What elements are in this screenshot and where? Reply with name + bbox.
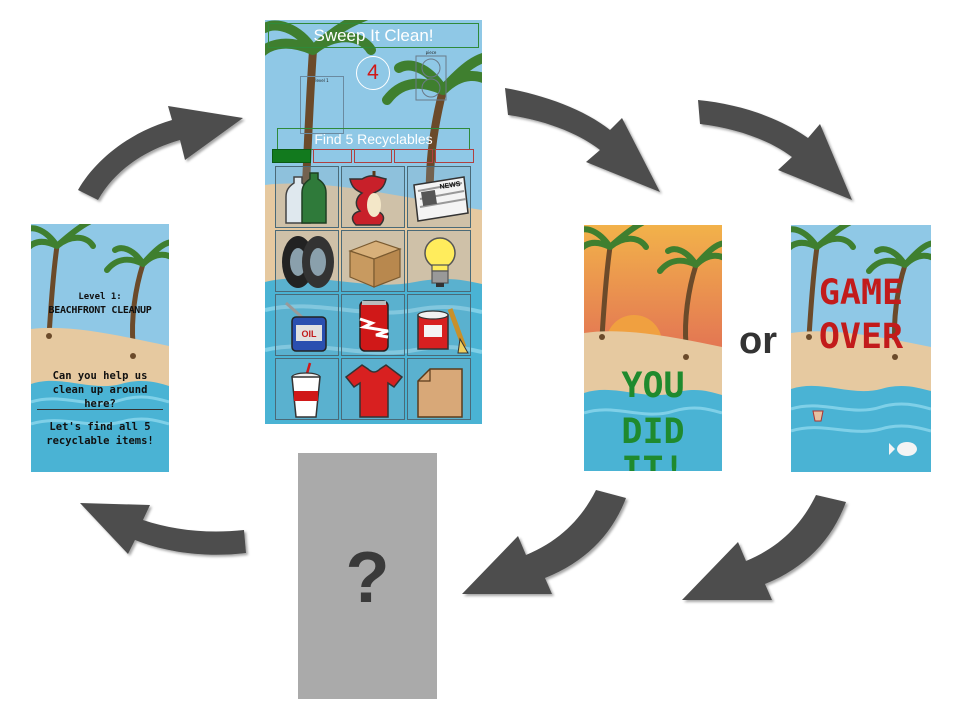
item-cell[interactable] — [407, 230, 471, 292]
item-cell[interactable] — [341, 230, 405, 292]
intro-prompt: Can you help us clean up around here? — [52, 370, 148, 410]
cardboard-box-icon — [348, 240, 402, 288]
progress-segment — [394, 149, 434, 163]
or-connector: or — [739, 320, 777, 362]
item-cell[interactable] — [275, 358, 339, 420]
svg-text:NEWS: NEWS — [439, 181, 461, 191]
arrow-game-to-lose — [698, 100, 852, 200]
win-line-1: YOU — [621, 366, 685, 406]
arrow-game-to-win — [505, 88, 660, 192]
piece-box-label: piece — [425, 50, 437, 55]
items-counter: 4 — [356, 56, 390, 90]
progress-segment — [353, 149, 393, 163]
intro-instruction: Let's find all 5 recyclable items! — [46, 421, 154, 447]
tires-icon — [282, 236, 334, 288]
newspaper-icon: NEWS — [413, 176, 469, 222]
game-title: Sweep It Clean! — [268, 23, 479, 48]
question-mark: ? — [345, 538, 390, 618]
lose-line-1: GAME — [818, 273, 904, 313]
progress-segment — [435, 149, 474, 163]
apple-core-icon — [349, 171, 387, 226]
win-screen: YOU DID IT! — [584, 225, 722, 471]
light-bulb-icon — [424, 237, 456, 287]
item-cell[interactable] — [407, 358, 471, 420]
win-line-2: DID IT! — [621, 412, 685, 471]
item-cell[interactable] — [407, 294, 471, 356]
arrow-lose-to-mystery — [682, 495, 846, 600]
progress-bar — [272, 149, 474, 163]
progress-segment — [312, 149, 352, 163]
svg-text:OIL: OIL — [302, 329, 318, 339]
paper-bag-icon — [417, 368, 463, 418]
arrow-win-to-mystery — [462, 490, 626, 594]
progress-segment — [272, 149, 311, 163]
soda-can-icon — [359, 300, 389, 352]
beach-background — [791, 225, 931, 472]
level-intro-screen: Level 1: BEACHFRONT CLEANUP Can you help… — [31, 224, 169, 472]
lose-line-2: OVER — [818, 317, 904, 357]
oil-can-icon: OIL — [285, 301, 327, 352]
beach-background — [31, 224, 169, 472]
item-cell[interactable]: OIL — [275, 294, 339, 356]
item-cell[interactable] — [275, 166, 339, 228]
level-label: Level 1: — [78, 292, 122, 302]
piece-box: piece — [414, 50, 448, 102]
item-cell[interactable] — [275, 230, 339, 292]
level-box: level 1 — [300, 76, 344, 134]
arrow-intro-to-game — [78, 106, 243, 200]
dead-fish-icon — [889, 442, 917, 456]
paint-can-icon — [417, 308, 469, 354]
item-cell[interactable] — [341, 294, 405, 356]
next-level-placeholder: ? — [298, 453, 437, 699]
game-screen: Sweep It Clean! level 1 4 piece Find 5 R… — [265, 20, 482, 424]
soda-cup-icon — [291, 362, 321, 418]
item-cell[interactable]: NEWS — [407, 166, 471, 228]
divider — [37, 409, 163, 410]
level-name: BEACHFRONT CLEANUP — [48, 305, 152, 316]
floating-cup-icon — [812, 410, 824, 422]
piece-slots-icon — [415, 55, 447, 101]
level-box-label: level 1 — [315, 78, 329, 83]
game-over-screen: GAME OVER — [791, 225, 931, 472]
item-cell[interactable] — [341, 166, 405, 228]
objective-label: Find 5 Recyclables — [277, 128, 470, 150]
item-cell[interactable] — [341, 358, 405, 420]
plastic-bottles-icon — [285, 172, 327, 224]
arrow-mystery-to-intro — [80, 503, 246, 555]
sunset-background — [584, 225, 722, 471]
item-grid: NEWS — [275, 166, 475, 420]
red-shirt-icon — [344, 364, 404, 418]
